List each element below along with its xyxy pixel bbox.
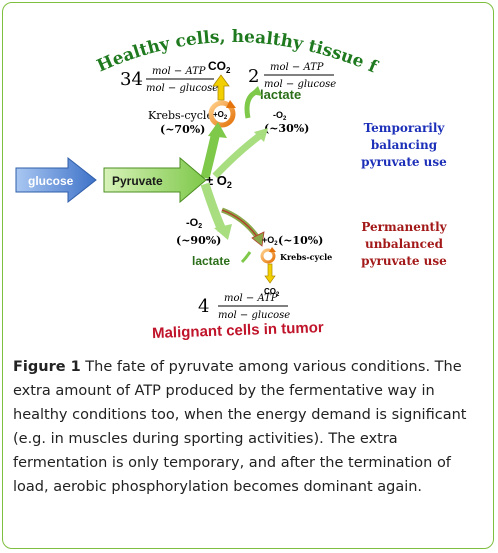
figure-caption: Figure 1 The fate of pyruvate among vari… (13, 355, 483, 499)
to-lactate-arrow-icon (244, 89, 258, 119)
pm-o2-label: ± O2 (206, 173, 232, 190)
tumor-oxidative-arrow-head-icon (251, 231, 265, 247)
krebs-label-bottom: Krebs-cycle (280, 252, 332, 262)
aerobic-up-arrow-icon (200, 131, 221, 180)
krebs-cycle-arrow-icon (226, 100, 236, 108)
glucose-arrow (15, 156, 97, 204)
temporarily-line1: Temporarily (364, 121, 446, 135)
temporarily-line2: balancing (371, 138, 438, 152)
atp-4-denominator: mol − glucose (218, 310, 290, 321)
co2-bottom-label: CO2 (264, 287, 280, 298)
atp-34-numerator: mol − ATP (152, 66, 206, 77)
co2-up-arrow-icon (212, 74, 230, 101)
atp-4-numerator: mol − ATP (224, 293, 278, 304)
krebs-pct-70: (~70%) (160, 123, 205, 136)
co2-down-arrow-icon (264, 263, 276, 284)
caption-label: Figure 1 (13, 359, 81, 375)
pct-10: (~10%) (278, 234, 323, 247)
plus-o2-lower: +O2 (262, 235, 278, 247)
co2-top-label: CO2 (208, 59, 231, 75)
krebs-cycle-icon (208, 100, 236, 128)
temporarily-line3: pyruvate use (361, 155, 447, 169)
pct-30: (~30%) (264, 122, 309, 135)
minus-o2-upper: -O2 (273, 110, 287, 122)
atp-2-numerator: mol − ATP (270, 62, 324, 73)
to-lactate-lower-arrow-icon (240, 251, 252, 264)
krebs-cycle-small-arrow-icon (269, 247, 276, 252)
figure-frame (2, 2, 494, 549)
upper-ferment-arrow-icon (212, 131, 265, 179)
pct-90: (~90%) (176, 234, 221, 247)
permanently-line3: pyruvate use (361, 254, 447, 268)
to-lactate-arrow-head-icon (250, 86, 262, 96)
upper-ferment-arrow-head-icon (254, 128, 268, 142)
tumor-oxidative-arrow-outline (221, 209, 259, 239)
caption-text: The fate of pyruvate among various condi… (13, 359, 467, 495)
pyruvate-label: Pyruvate (112, 174, 163, 188)
title-malignant: Malignant cells in tumor (152, 319, 324, 342)
atp-2-denominator: mol − glucose (264, 79, 336, 90)
minus-o2-lower: -O2 (186, 217, 202, 230)
atp-34-denominator: mol − glucose (146, 83, 218, 94)
atp-4-value: 4 (198, 296, 209, 317)
pyruvate-arrow (103, 156, 207, 204)
aerobic-up-arrow-head-icon (208, 122, 227, 138)
krebs-label-top: Krebs-cycle (148, 109, 213, 122)
pyruvate-fate-diagram: Healthy cells, healthy tissue function 3… (0, 0, 448, 342)
atp-34-value: 34 (120, 69, 143, 90)
permanently-line1: Permanently (361, 220, 447, 234)
anaerobic-down-arrow-icon (200, 182, 227, 232)
krebs-cycle-small-icon (260, 248, 276, 264)
glucose-label: glucose (28, 174, 74, 188)
lactate-top-label: lactate (260, 87, 301, 102)
lactate-bottom-label: lactate (192, 254, 230, 268)
atp-2-value: 2 (248, 66, 259, 87)
anaerobic-down-arrow-head-icon (214, 224, 232, 240)
permanently-line2: unbalanced (365, 237, 444, 251)
krebs-plus-o2: +O2 (213, 110, 228, 121)
